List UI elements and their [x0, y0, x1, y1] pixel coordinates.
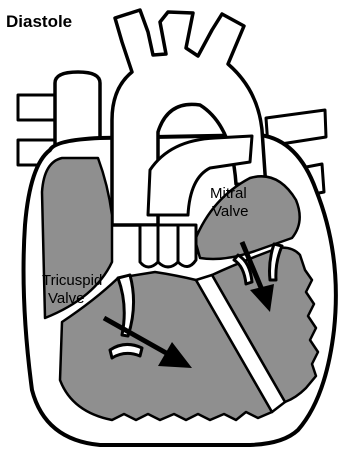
mitral-valve-label-line1: Mitral: [210, 185, 247, 202]
mitral-valve-label-line2: Valve: [212, 203, 248, 220]
tricuspid-valve-label-line2: Valve: [48, 290, 84, 307]
tricuspid-valve-label-line1: Tricuspid: [42, 272, 102, 289]
semilunar-valves: [140, 225, 196, 267]
diagram-title: Diastole: [6, 12, 72, 31]
